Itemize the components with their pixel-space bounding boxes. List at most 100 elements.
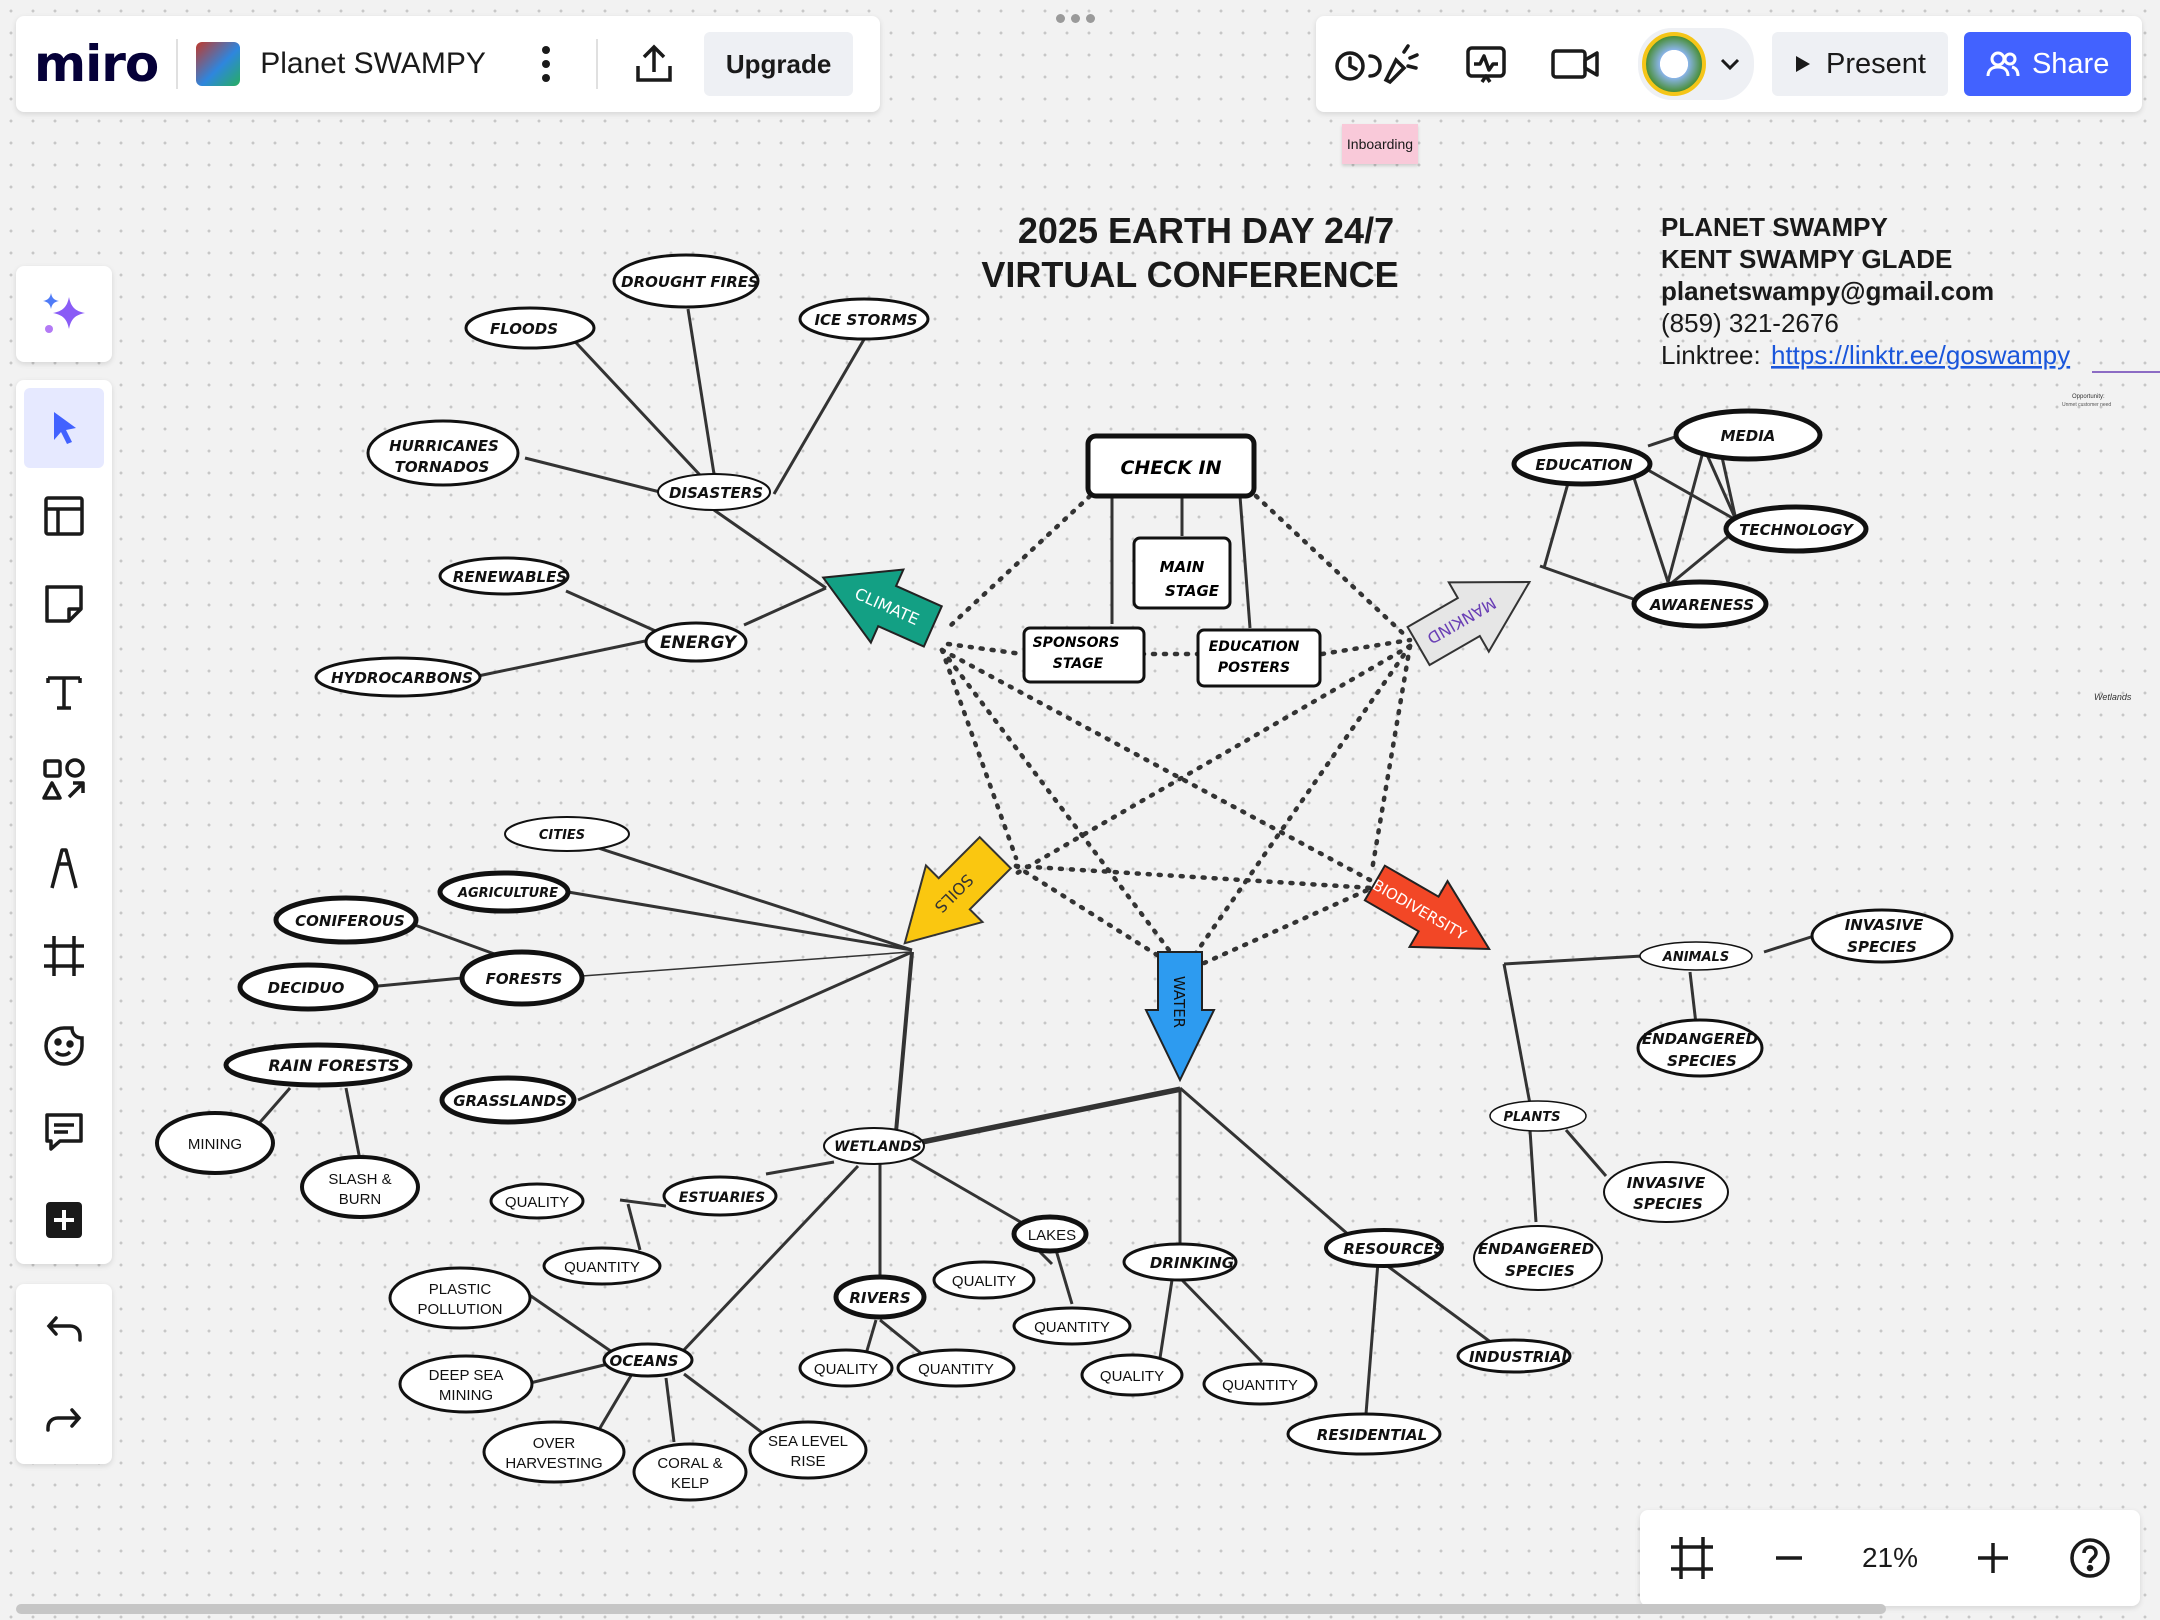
node-cities[interactable]: CITIES xyxy=(504,816,630,852)
node-quantity-rivers[interactable]: QUANTITY xyxy=(896,1348,1016,1388)
present-button[interactable]: Present xyxy=(1772,32,1948,96)
node-media[interactable]: MEDIA xyxy=(1673,408,1823,462)
biodiversity-arrow[interactable]: BIODIVERSITY xyxy=(1355,850,1508,982)
miro-logo[interactable]: miro xyxy=(34,35,159,93)
sticky-note-inboarding[interactable]: Inboarding xyxy=(1342,124,1418,164)
share-button[interactable]: Share xyxy=(1963,32,2132,96)
node-agriculture[interactable]: AGRICULTURE xyxy=(437,870,571,914)
node-grasslands[interactable]: GRASSLANDS xyxy=(439,1075,577,1125)
opportunity-label[interactable]: Opportunity: xyxy=(2072,394,2105,400)
node-awareness[interactable]: AWARENESS xyxy=(1631,579,1769,629)
education-posters-box[interactable] xyxy=(1196,628,1322,688)
node-rivers[interactable]: RIVERS xyxy=(833,1274,927,1320)
node-coral-kelp[interactable]: CORAL &KELP xyxy=(632,1442,748,1502)
video-call-icon[interactable] xyxy=(1550,42,1600,86)
node-hydrocarbons[interactable]: HYDROCARBONS xyxy=(314,656,482,698)
board-title[interactable]: Planet SWAMPY xyxy=(260,47,486,80)
frame-tool[interactable] xyxy=(24,916,104,996)
node-industrial[interactable]: INDUSTRIAL xyxy=(1456,1338,1572,1374)
avatar[interactable] xyxy=(1642,32,1706,96)
wetlands-side-label[interactable]: Wetlands xyxy=(2094,692,2132,702)
node-coniferous[interactable]: CONIFEROUS xyxy=(273,895,419,945)
node-quality-estuaries[interactable]: QUALITY xyxy=(489,1182,585,1220)
reactions-icon[interactable] xyxy=(1334,40,1424,88)
contact-org[interactable]: PLANET SWAMPY xyxy=(1661,212,1888,242)
redo-button[interactable] xyxy=(24,1376,104,1456)
contact-linktree-link[interactable]: https://linktr.ee/goswampy xyxy=(1771,340,2070,370)
check-in-box[interactable] xyxy=(1085,433,1257,499)
pen-tool[interactable] xyxy=(24,828,104,908)
node-quality-lakes[interactable]: QUALITY xyxy=(932,1260,1036,1300)
node-forests[interactable]: FORESTS xyxy=(459,949,585,1007)
node-education[interactable]: EDUCATION xyxy=(1511,441,1653,487)
node-drinking[interactable]: DRINKING xyxy=(1122,1242,1238,1282)
node-residential[interactable]: RESIDENTIAL xyxy=(1286,1412,1442,1456)
node-resources[interactable]: RESOURCES xyxy=(1324,1228,1445,1268)
shapes-tool[interactable] xyxy=(24,740,104,820)
text-tool[interactable] xyxy=(24,652,104,732)
comment-tool[interactable] xyxy=(24,1092,104,1172)
contact-email[interactable]: planetswampy@gmail.com xyxy=(1661,276,1994,306)
contact-phone[interactable]: (859) 321-2676 xyxy=(1661,308,1839,338)
node-disasters[interactable]: DISASTERS xyxy=(657,473,771,511)
node-estuaries[interactable]: ESTUARIES xyxy=(662,1175,778,1217)
sticky-note-tool[interactable] xyxy=(24,564,104,644)
board-title-line-1[interactable]: 2025 EARTH DAY 24/7 xyxy=(1018,210,1394,251)
node-floods[interactable]: FLOODS xyxy=(464,306,596,350)
ai-sparkle-icon[interactable] xyxy=(39,289,89,339)
zoom-out-button[interactable] xyxy=(1774,1543,1804,1573)
board-handle[interactable] xyxy=(1056,14,1095,23)
templates-tool[interactable] xyxy=(24,476,104,556)
climate-arrow[interactable]: CLIMATE xyxy=(807,541,949,663)
water-arrow[interactable]: WATER xyxy=(1144,951,1216,1083)
node-plants[interactable]: PLANTS xyxy=(1489,1100,1587,1132)
node-slash-burn[interactable]: SLASH &BURN xyxy=(300,1155,420,1219)
node-mining[interactable]: MINING xyxy=(155,1111,275,1175)
node-rain-forests[interactable]: RAIN FORESTS xyxy=(223,1042,413,1088)
soils-arrow[interactable]: SOILS xyxy=(876,824,1023,971)
node-animals[interactable]: ANIMALS xyxy=(1639,941,1753,971)
node-quality-rivers[interactable]: QUALITY xyxy=(798,1348,894,1388)
mankind-arrow[interactable]: MANKIND xyxy=(1399,547,1550,680)
node-drought-fires[interactable]: DROUGHT FIRES xyxy=(612,253,760,309)
node-energy[interactable]: ENERGY xyxy=(644,621,748,663)
more-apps-tool[interactable] xyxy=(24,1180,104,1260)
contact-person[interactable]: KENT SWAMPY GLADE xyxy=(1661,244,1952,274)
board-menu-icon[interactable] xyxy=(532,40,560,88)
upgrade-button[interactable]: Upgrade xyxy=(703,32,854,96)
node-quantity-drinking[interactable]: QUANTITY xyxy=(1202,1362,1318,1406)
node-deciduo[interactable]: DECIDUO xyxy=(237,962,379,1012)
board-title-line-2[interactable]: VIRTUAL CONFERENCE xyxy=(981,254,1398,295)
stickers-tool[interactable] xyxy=(24,1004,104,1084)
node-technology[interactable]: TECHNOLOGY xyxy=(1723,504,1869,554)
node-wetlands[interactable]: WETLANDS xyxy=(823,1127,925,1165)
collaborators-menu[interactable] xyxy=(1638,28,1754,100)
node-ice-storms[interactable]: ICE STORMS xyxy=(798,297,930,341)
help-button[interactable] xyxy=(2069,1537,2111,1579)
main-stage-box[interactable] xyxy=(1132,536,1232,610)
select-tool[interactable] xyxy=(24,388,104,468)
zoom-level[interactable]: 21% xyxy=(1861,1542,1919,1573)
node-oceans[interactable]: OCEANS xyxy=(602,1342,694,1378)
node-quantity-lakes[interactable]: QUANTITY xyxy=(1012,1306,1132,1346)
undo-button[interactable] xyxy=(24,1292,104,1372)
fit-to-screen-icon[interactable] xyxy=(1669,1535,1715,1581)
activity-icon[interactable] xyxy=(1464,42,1508,86)
node-quantity-estuaries[interactable]: QUANTITY xyxy=(542,1246,662,1286)
sponsors-stage-box[interactable] xyxy=(1022,626,1146,684)
opportunity-sub-label[interactable]: Unmet customer need xyxy=(2062,402,2111,408)
export-icon[interactable] xyxy=(632,42,676,86)
zoom-in-button[interactable] xyxy=(1976,1541,2010,1575)
chevron-down-icon[interactable] xyxy=(1720,57,1740,71)
horizontal-scrollbar[interactable] xyxy=(16,1604,1886,1614)
node-quality-drinking[interactable]: QUALITY xyxy=(1080,1353,1184,1397)
node-renewables[interactable]: RENEWABLES xyxy=(438,556,570,596)
